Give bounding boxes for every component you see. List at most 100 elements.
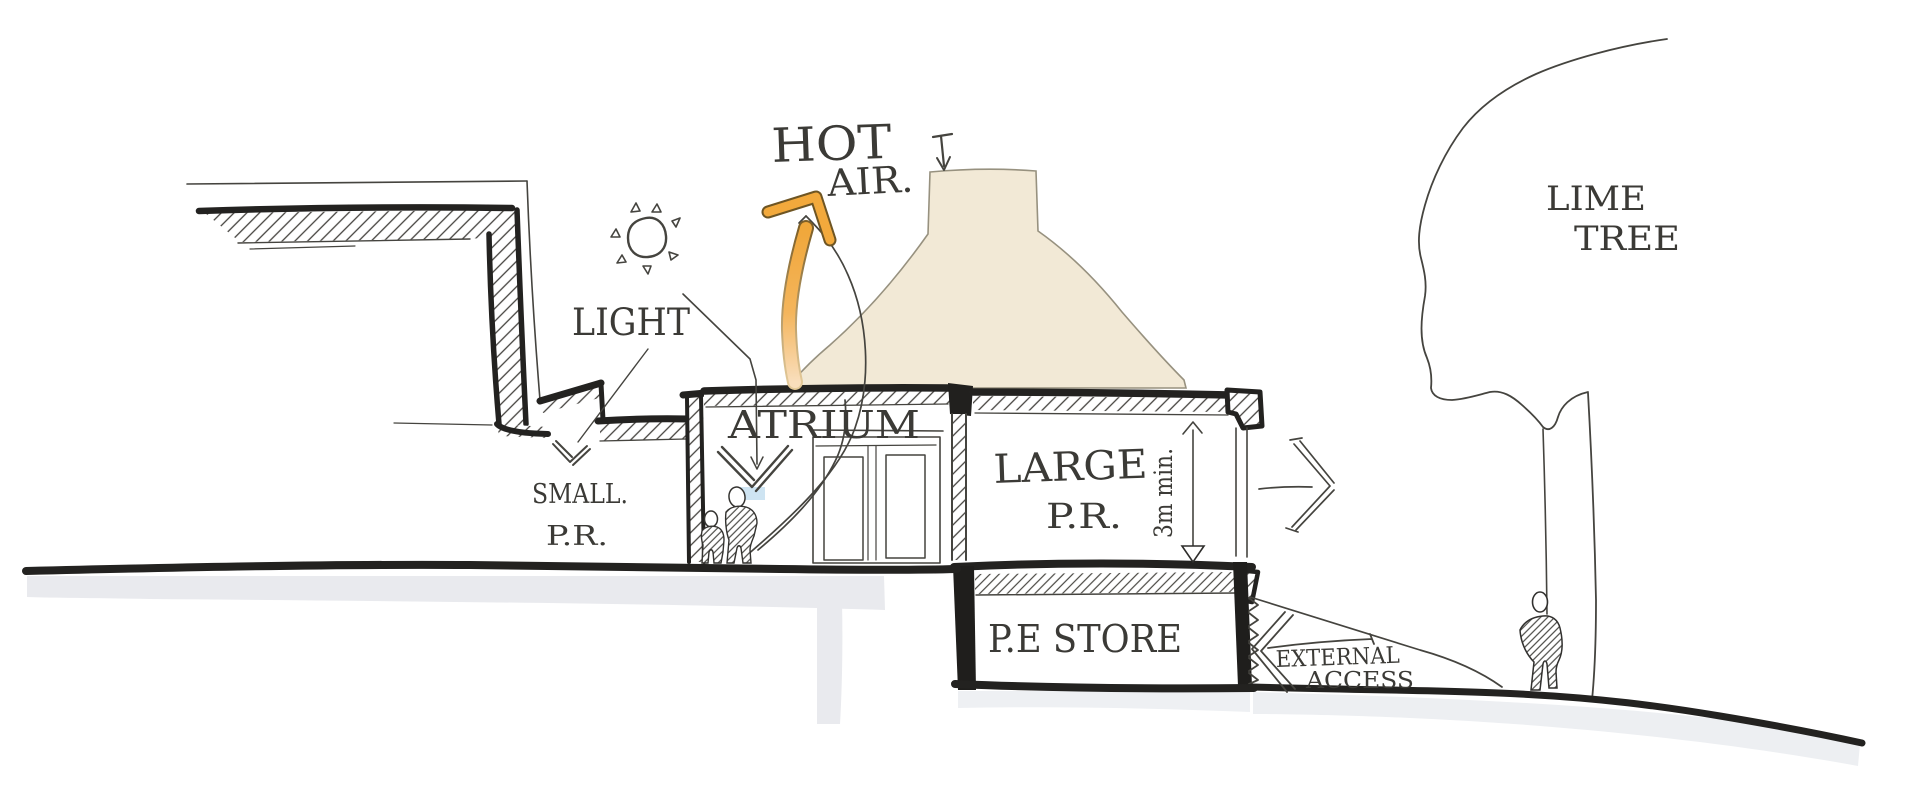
dimension-top-arrowhead: [1182, 421, 1203, 435]
roof-parapet-block: [1224, 387, 1265, 431]
label-large-pr-1: LARGE: [993, 442, 1149, 493]
right-chevron-icon: [1258, 437, 1335, 533]
atrium-door: [809, 429, 944, 564]
small-pr-roof-underline: [599, 438, 687, 442]
person-icon: [724, 486, 758, 564]
door-frame: [812, 436, 941, 564]
label-dimension: 3m min.: [1149, 448, 1178, 538]
label-external-access-2: ACCESS: [1305, 668, 1414, 694]
left-ground-wash: [27, 576, 885, 610]
party-wall-edges: [951, 413, 967, 561]
hot-air-arrow-icon: [763, 192, 835, 245]
dimension-arrow-icon: [1180, 421, 1206, 564]
atrium-roof-underline: [705, 403, 949, 408]
small-pr-down-arrow-icon: [552, 440, 591, 466]
existing-wall-right-edge: [514, 207, 529, 427]
existing-wall-outline-line: [526, 180, 541, 401]
hot-air-band: [782, 222, 812, 388]
small-pr-flat-roof-hatch: [600, 421, 688, 441]
atrium-roof-hatch: [704, 391, 950, 406]
large-pr-floor-line: [950, 559, 1256, 571]
label-large-pr-2: P.R.: [1046, 497, 1122, 537]
ground-shadow-washes: [27, 576, 1860, 766]
party-wall-hatch: [951, 414, 967, 560]
datum-line: [393, 422, 493, 426]
hot-air-flow: [745, 132, 954, 557]
tree-trunk-right: [1587, 392, 1597, 701]
atrium-roof-line: [700, 384, 955, 395]
door-leaf-right: [885, 454, 926, 559]
party-wall-head-block: [948, 383, 973, 416]
lime-tree: [1418, 38, 1668, 701]
existing-roof-slab-underline-2: [249, 245, 356, 250]
pe-ceiling-underline: [975, 592, 1237, 596]
pe-floor-wash: [958, 691, 1250, 712]
sun-rays: [610, 202, 681, 275]
person-icon: [1519, 591, 1563, 691]
existing-roof-slab-hatch: [205, 210, 510, 242]
large-pr-roof-hatch: [973, 396, 1230, 412]
label-atrium: ATRIUM: [727, 403, 920, 447]
door-leaf-left: [823, 456, 864, 561]
sun-circle: [626, 216, 668, 259]
tree-canopy-outline: [1418, 38, 1668, 430]
chimney-down-arrow-icon: [931, 132, 954, 171]
atrium-structure: [679, 383, 973, 564]
air-curve-tip: [798, 215, 807, 224]
pe-floor-line: [951, 680, 1258, 693]
glazed-wall-lines: [1235, 427, 1248, 558]
light-leaders: [552, 293, 794, 493]
ground-lines: [22, 560, 1866, 747]
left-chevron-icon: [1251, 611, 1375, 693]
existing-wall-foot-line: [494, 421, 551, 437]
atrium-people: [700, 486, 758, 564]
clerestory-drop-edge: [598, 381, 606, 423]
door-mullion: [867, 445, 877, 561]
label-lime-tree-2: TREE: [1574, 219, 1680, 259]
large-pr-structure: [950, 387, 1265, 605]
ground-slope-line: [1249, 596, 1503, 688]
light-leader-atrium: [682, 293, 758, 465]
down-arrow-icon: [716, 444, 794, 493]
label-small-pr-2: P.R.: [546, 521, 608, 552]
existing-roof-slab-underline: [237, 238, 471, 244]
label-light: LIGHT: [572, 301, 690, 344]
ground-step-wash: [817, 600, 843, 724]
roof-chimney-mass: [788, 168, 1188, 389]
large-pr-roof-line: [969, 388, 1234, 399]
pe-wall-zigzag-edge: [1248, 597, 1259, 685]
label-lime-tree-1: LIME: [1546, 179, 1646, 219]
right-ground-wash: [1253, 692, 1860, 766]
right-ground-line: [1248, 683, 1866, 747]
air-curve-short: [757, 399, 847, 551]
light-arrowhead: [750, 456, 764, 470]
pe-right-wall: [1233, 562, 1252, 686]
clerestory-roof-line: [536, 379, 605, 405]
existing-building: [195, 204, 551, 438]
person-icon: [700, 510, 725, 564]
existing-wall-left-edge: [486, 231, 502, 427]
label-hot-air-2: AIR.: [825, 158, 914, 205]
sun-icon: [610, 202, 681, 275]
door-head-outer: [809, 429, 944, 432]
existing-roof-outline-line: [186, 180, 528, 185]
left-ground-line: [22, 560, 961, 575]
clerestory-roof-hatch: [540, 385, 603, 413]
dimension-bottom-arrowhead: [1180, 545, 1206, 564]
existing-roof-top-line: [195, 204, 516, 215]
pe-ceiling-hatch: [975, 572, 1238, 594]
existing-building-outline: [186, 180, 541, 426]
label-small-pr-1: SMALL.: [532, 479, 628, 510]
large-pr-roof-underline: [974, 412, 1229, 416]
label-external-access-1: EXTERNAL: [1275, 643, 1400, 673]
light-leader-small-pr: [577, 348, 649, 443]
air-curve-long: [745, 215, 867, 557]
label-pe-store: P.E STORE: [988, 617, 1182, 661]
small-pr-roof: [536, 379, 694, 442]
pe-store-structure: [951, 562, 1503, 693]
pe-left-wall: [953, 566, 976, 690]
small-pr-roof-line: [594, 415, 694, 425]
labels: HOT AIR. LIGHT ATRIUM SMALL. P.R. LARGE …: [532, 115, 1680, 694]
